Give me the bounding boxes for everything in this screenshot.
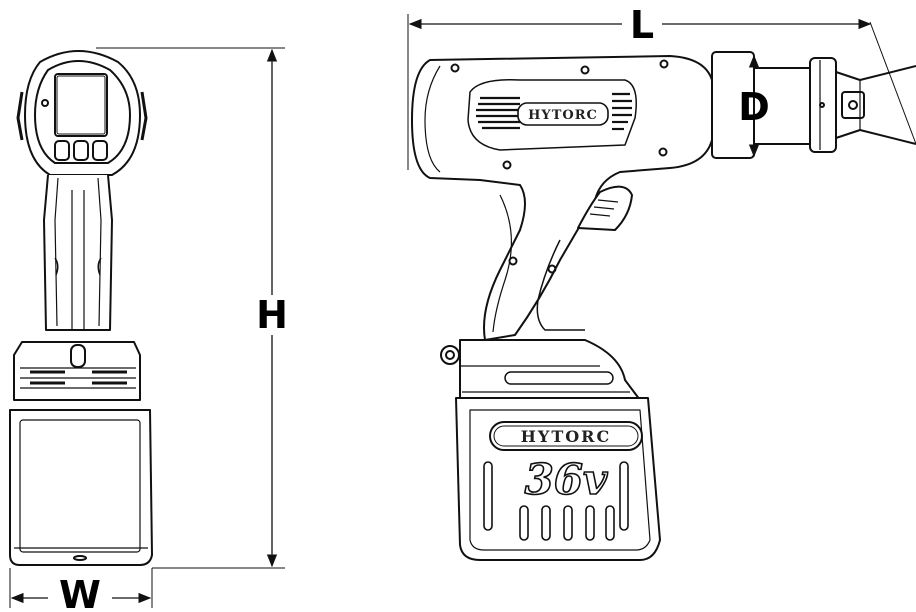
side-view bbox=[411, 51, 916, 561]
tool-logo-badge bbox=[517, 102, 609, 126]
battery-logo-badge bbox=[489, 421, 643, 451]
front-view bbox=[9, 50, 153, 566]
dimension-lines bbox=[9, 14, 916, 608]
tool-logo-text: HYTORC bbox=[528, 108, 598, 123]
lanyard-loop bbox=[440, 345, 460, 365]
length-label: L bbox=[630, 3, 654, 47]
height-label: H bbox=[256, 293, 288, 337]
battery-logo-text: HYTORC bbox=[521, 427, 611, 446]
width-label: W bbox=[59, 573, 101, 608]
battery-voltage-text: 36v bbox=[525, 455, 608, 504]
diameter-label: D bbox=[738, 85, 770, 129]
